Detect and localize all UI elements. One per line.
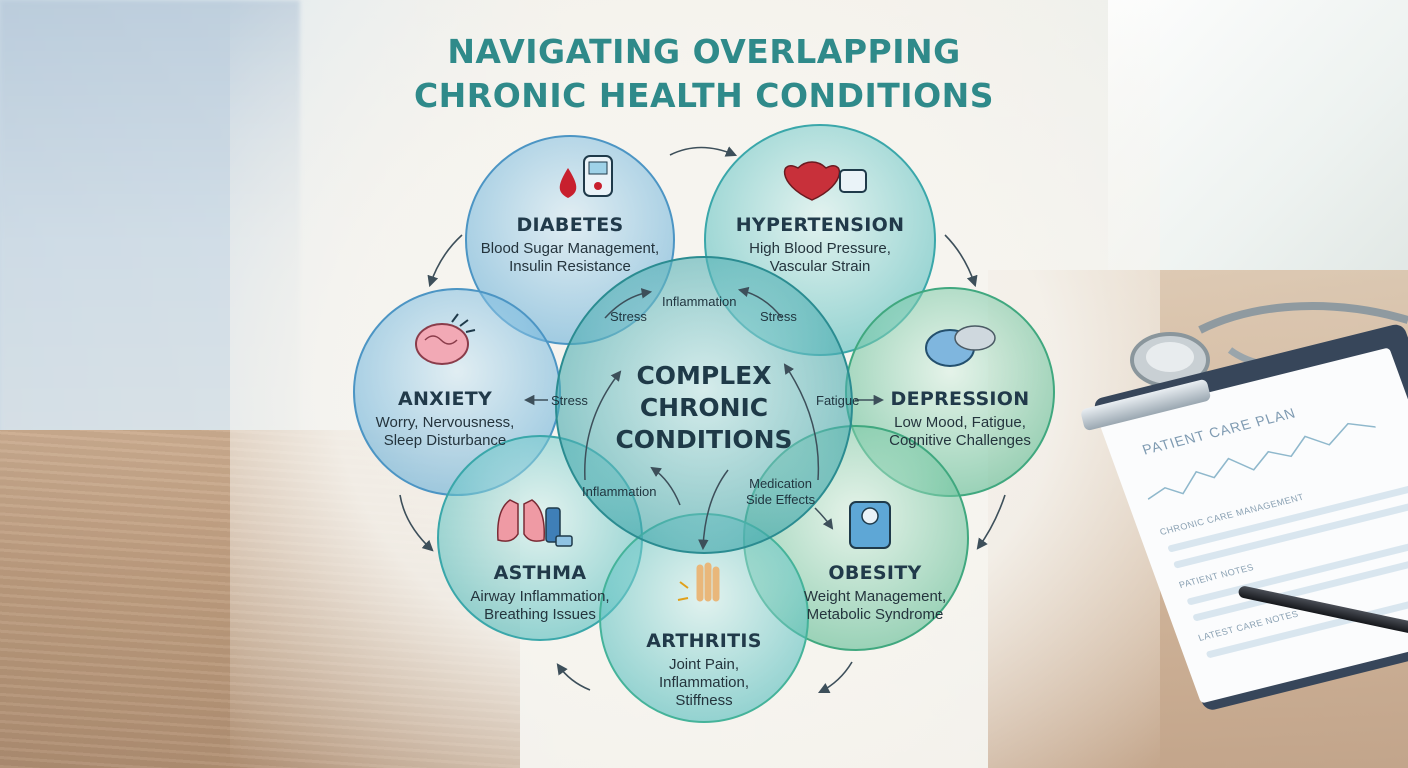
condition-description: Airway Inflammation, Breathing Issues (450, 588, 630, 624)
scale-icon (849, 501, 891, 549)
cycle-arrow (427, 234, 463, 288)
description-line: Breathing Issues (484, 606, 596, 623)
condition-asthma: ASTHMA Airway Inflammation, Breathing Is… (450, 562, 630, 624)
link-label-fatigue-depression: Fatigue (816, 393, 860, 408)
description-line: Joint Pain, (668, 656, 740, 673)
description-line: High Blood Pressure, (749, 240, 891, 257)
care-plan-chart (1147, 422, 1376, 500)
link-arrow (737, 286, 783, 319)
stressed-brain-icon (415, 313, 476, 365)
condition-name: OBESITY (828, 562, 922, 584)
description-line: Vascular Strain (769, 258, 871, 275)
link-label-inflammation-top: Inflammation (662, 294, 737, 309)
care-plan-paper: PATIENT CARE PLAN CHRONIC CARE MANAGEMEN… (1098, 347, 1408, 704)
cycle-arrow (399, 494, 434, 552)
condition-name: HYPERTENSION (735, 214, 905, 236)
condition-diabetes: DIABETES Blood Sugar Management, Insulin… (470, 214, 670, 276)
link-label-line: Side Effects (746, 492, 816, 507)
condition-description: Blood Sugar Management, Insulin Resistan… (470, 240, 670, 276)
center-label: COMPLEX CHRONIC CONDITIONS (594, 360, 814, 456)
description-line: Blood Sugar Management, (480, 240, 660, 257)
condition-name: DEPRESSION (890, 388, 1030, 410)
link-label-stress-anxiety: Stress (551, 393, 588, 408)
circle-center (555, 256, 853, 554)
condition-hypertension: HYPERTENSION High Blood Pressure, Vascul… (720, 214, 920, 276)
cycle-arrow (669, 146, 738, 157)
link-arrow (650, 466, 681, 506)
joint-hand-icon (677, 562, 720, 602)
link-label-line: Medication (749, 476, 812, 491)
description-line: Weight Management, (803, 588, 947, 605)
center-line-1: COMPLEX (636, 361, 772, 390)
condition-obesity: OBESITY Weight Management, Metabolic Syn… (785, 562, 965, 624)
cycle-arrow (817, 661, 853, 694)
center-line-2: CHRONIC (639, 393, 769, 422)
cycle-arrow (556, 663, 591, 691)
condition-name: DIABETES (516, 214, 624, 236)
link-label-medication: Medication Side Effects (746, 476, 815, 508)
link-label-stress-hypertension: Stress (760, 309, 797, 324)
link-arrow (698, 469, 729, 551)
condition-arthritis: ARTHRITIS Joint Pain, Inflammation, Stif… (614, 630, 794, 710)
link-arrow (604, 288, 653, 319)
condition-name: ARTHRITIS (646, 630, 762, 652)
condition-description: Joint Pain, Inflammation, Stiffness (614, 656, 794, 710)
blood-drop-glucometer-icon (559, 155, 613, 198)
condition-anxiety: ANXIETY Worry, Nervousness, Sleep Distur… (355, 388, 535, 450)
condition-description: Weight Management, Metabolic Syndrome (785, 588, 965, 624)
link-arrow (584, 370, 622, 481)
description-line: Low Mood, Fatigue, (894, 414, 1026, 431)
description-line: Stiffness (675, 692, 733, 709)
title-line-2: CHRONIC HEALTH CONDITIONS (413, 76, 995, 115)
link-label-inflammation-asthma: Inflammation (582, 484, 657, 499)
description-line: Worry, Nervousness, (375, 414, 515, 431)
brain-cloud-icon (925, 325, 996, 367)
description-line: Airway Inflammation, (470, 588, 610, 605)
title-line-1: NAVIGATING OVERLAPPING (447, 32, 961, 71)
condition-description: High Blood Pressure, Vascular Strain (720, 240, 920, 276)
cycle-arrow (944, 234, 978, 288)
condition-depression: DEPRESSION Low Mood, Fatigue, Cognitive … (870, 388, 1050, 450)
description-line: Cognitive Challenges (889, 432, 1031, 449)
cycle-arrow (976, 494, 1006, 550)
condition-description: Low Mood, Fatigue, Cognitive Challenges (870, 414, 1050, 450)
condition-name: ASTHMA (493, 562, 587, 584)
description-line: Metabolic Syndrome (806, 606, 944, 623)
description-line: Insulin Resistance (509, 258, 631, 275)
lungs-inhaler-icon (497, 499, 573, 547)
heart-bp-monitor-icon (784, 161, 867, 201)
condition-description: Worry, Nervousness, Sleep Disturbance (355, 414, 535, 450)
center-line-3: CONDITIONS (615, 425, 793, 454)
page-title: NAVIGATING OVERLAPPING CHRONIC HEALTH CO… (0, 30, 1408, 118)
description-line: Inflammation, (658, 674, 750, 691)
link-label-stress-diabetes: Stress (610, 309, 647, 324)
description-line: Sleep Disturbance (383, 432, 507, 449)
link-arrow (783, 363, 820, 481)
link-arrow (814, 507, 834, 530)
condition-name: ANXIETY (397, 388, 493, 410)
